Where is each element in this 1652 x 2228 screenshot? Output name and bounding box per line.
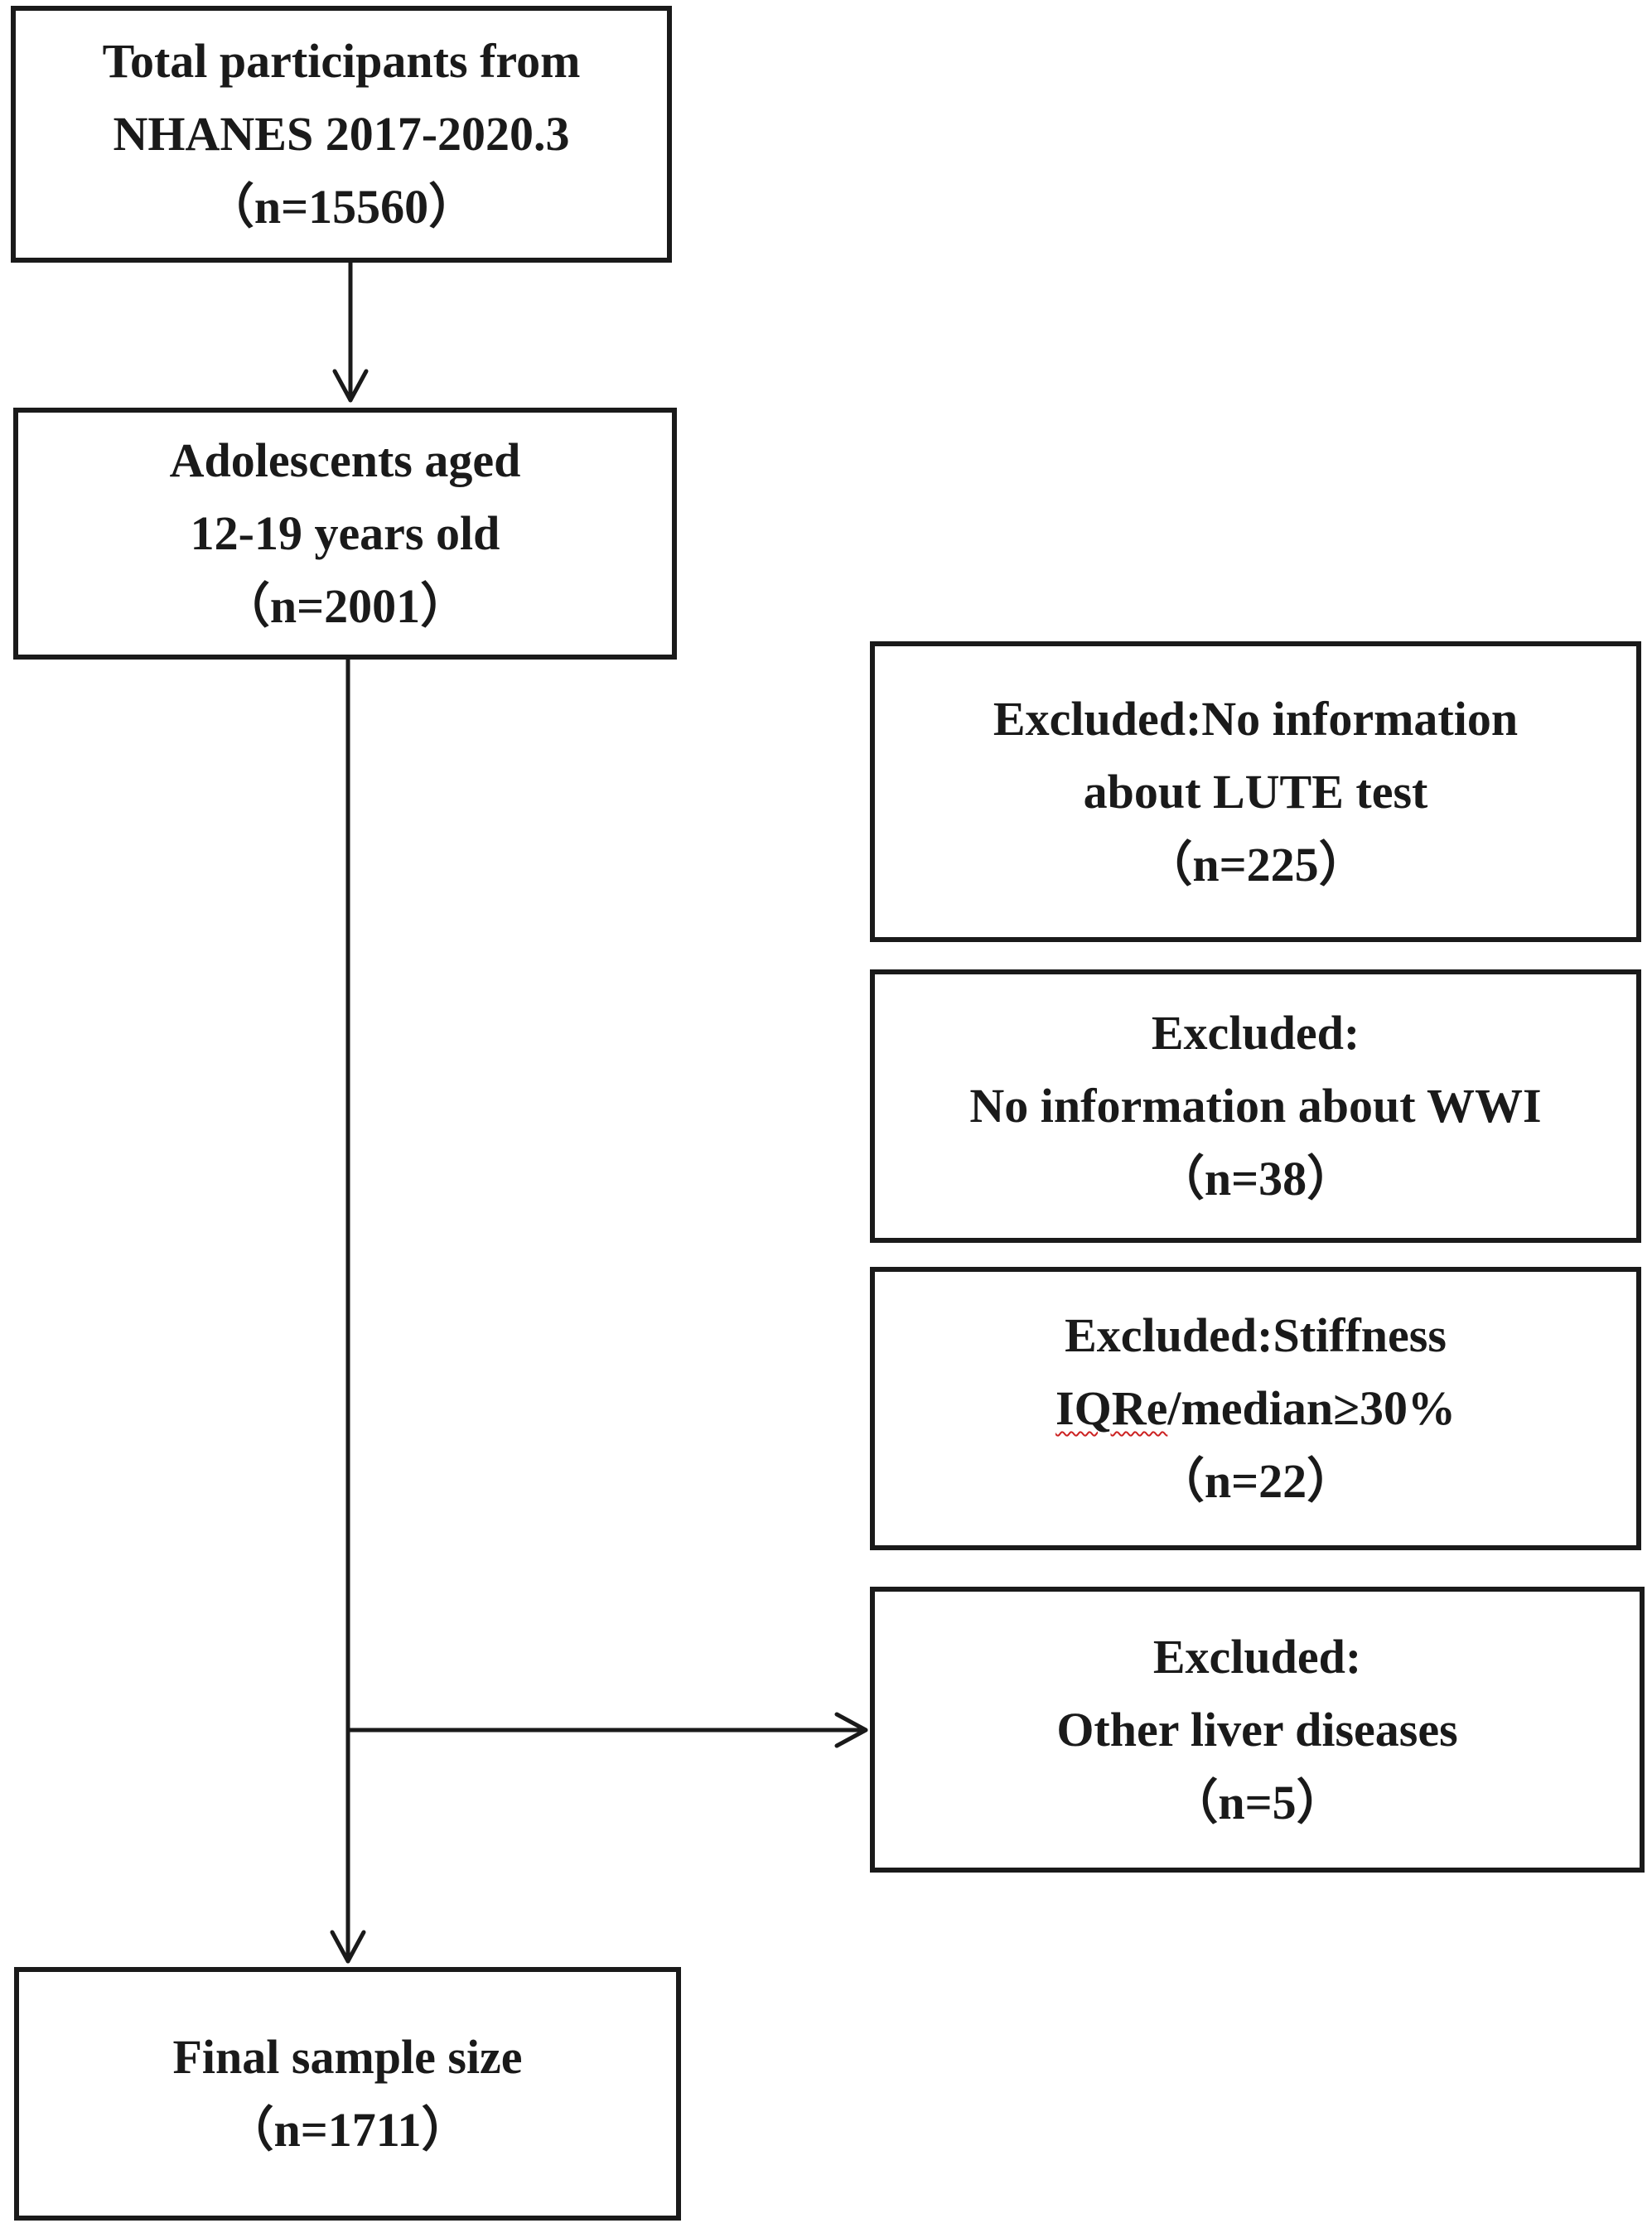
exclusion-liver-line1: Excluded: [1152, 1629, 1362, 1684]
exclusion-lute-box: Excluded:No information about LUTE test … [870, 641, 1641, 942]
exclusion-wwi-line1: Excluded: [1151, 1006, 1360, 1060]
exclusion-wwi-count: （n=38） [1156, 1152, 1355, 1206]
exclusion-stiffness-line2: IQRe/median≥30% [1055, 1372, 1456, 1445]
total-participants-count: （n=15560） [205, 180, 477, 234]
arrowhead-adolescents-to-final [330, 1930, 366, 1964]
total-participants-line2: NHANES 2017-2020.3 [113, 107, 570, 161]
exclusion-stiffness-box: Excluded:Stiffness IQRe/median≥30% （n=22… [870, 1267, 1641, 1550]
total-participants-line1: Total participants from [102, 34, 581, 88]
exclusion-liver-line2: Other liver diseases [1056, 1702, 1458, 1757]
final-sample-line1: Final sample size [172, 2030, 523, 2084]
exclusion-stiffness-count: （n=22） [1156, 1454, 1355, 1508]
adolescents-box: Adolescents aged 12-19 years old （n=2001… [13, 408, 677, 660]
exclusion-stiffness-line1: Excluded:Stiffness [1065, 1308, 1447, 1362]
exclusion-lute-line2: about LUTE test [1083, 764, 1428, 819]
arrowhead-total-to-adolescents [332, 369, 369, 403]
spellcheck-flagged-word: IQRe [1055, 1381, 1168, 1435]
adolescents-line1: Adolescents aged [169, 433, 521, 487]
exclusion-wwi-box: Excluded: No information about WWI （n=38… [870, 969, 1641, 1243]
exclusion-lute-line1: Excluded:No information [993, 691, 1519, 746]
adolescents-count: （n=2001） [221, 579, 469, 633]
exclusion-liver-count: （n=5） [1170, 1775, 1345, 1829]
final-sample-box: Final sample size （n=1711） [14, 1967, 681, 2221]
adolescents-line2: 12-19 years old [190, 506, 500, 560]
exclusion-stiffness-line2-rest: /median≥30% [1167, 1381, 1456, 1435]
exclusion-wwi-line2: No information about WWI [969, 1079, 1542, 1133]
exclusion-lute-count: （n=225） [1144, 837, 1367, 892]
final-sample-count: （n=1711） [225, 2103, 470, 2157]
exclusion-liver-box: Excluded: Other liver diseases （n=5） [870, 1587, 1645, 1873]
total-participants-box: Total participants from NHANES 2017-2020… [11, 6, 672, 263]
arrowhead-branch-to-exclusion [834, 1712, 868, 1748]
